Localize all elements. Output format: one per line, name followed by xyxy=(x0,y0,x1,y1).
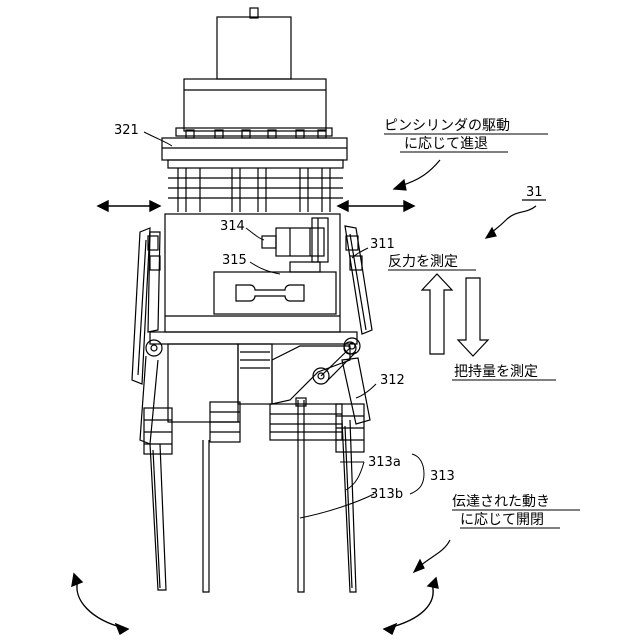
pin-note-leader xyxy=(394,160,440,190)
motion-note-leader xyxy=(414,540,450,572)
label-313a: 313a xyxy=(368,455,401,470)
label-311: 311 xyxy=(370,237,395,252)
note-pin-cylinder-line2: に応じて進退 xyxy=(404,136,488,152)
left-side-arm xyxy=(132,228,162,444)
ref-31-leader xyxy=(486,200,546,238)
note-reaction-force: 反力を測定 xyxy=(388,254,458,270)
pin-cylinder-plate xyxy=(162,138,347,212)
lower-right-block xyxy=(270,342,370,452)
label-321: 321 xyxy=(114,123,139,138)
sensor xyxy=(262,218,328,262)
note-pin-cylinder-line1: ピンシリンダの駆動 xyxy=(384,118,510,134)
right-side-arm xyxy=(344,226,372,354)
label-313b: 313b xyxy=(370,487,403,502)
grip-amount-arrow xyxy=(458,278,488,356)
label-314: 314 xyxy=(220,219,245,234)
note-underlines xyxy=(384,134,580,528)
label-315: 315 xyxy=(222,253,247,268)
text-labels: 321 31 314 315 311 312 313a 313 313b ピンシ… xyxy=(114,118,550,528)
note-grip-amount: 把持量を測定 xyxy=(454,364,538,380)
right-rotation-arrow xyxy=(384,578,438,634)
motor-unit xyxy=(176,8,332,138)
fingers xyxy=(150,398,356,592)
lower-left-block xyxy=(144,344,272,454)
left-rotation-arrow xyxy=(72,574,128,634)
label-31: 31 xyxy=(526,185,543,200)
note-motion-line1: 伝達された動き xyxy=(452,494,550,510)
label-313: 313 xyxy=(430,469,455,484)
reaction-force-arrow xyxy=(422,274,452,354)
horizontal-arrows xyxy=(98,201,414,211)
note-motion-line2: に応じて開閉 xyxy=(460,512,544,528)
label-312: 312 xyxy=(380,373,405,388)
load-cell xyxy=(214,262,336,314)
